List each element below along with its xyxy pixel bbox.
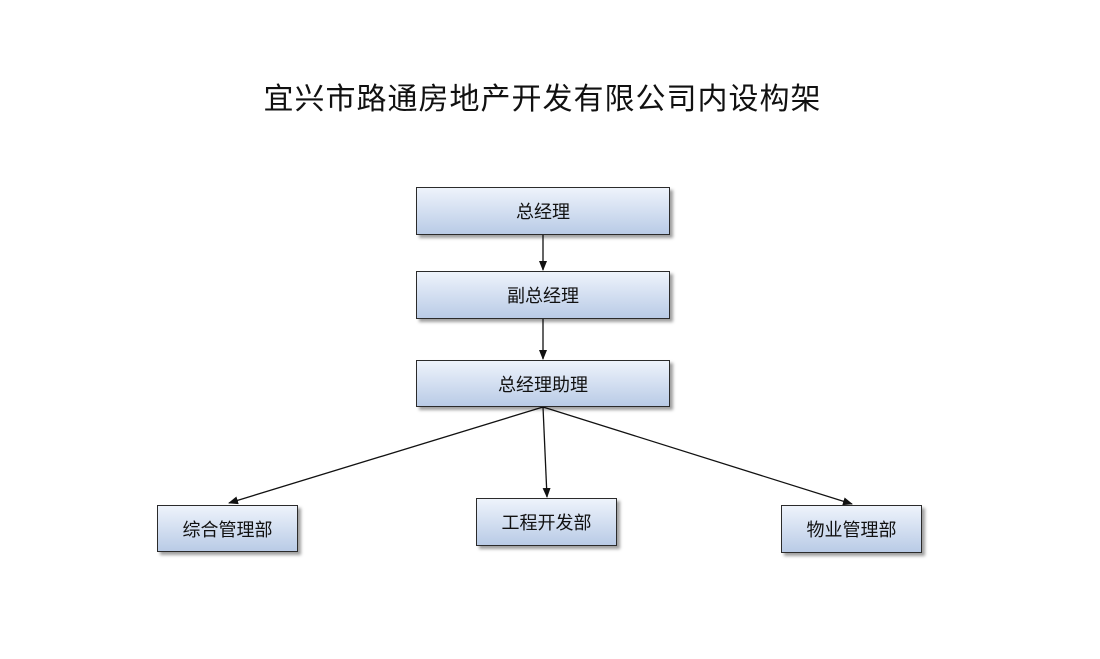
node-deputy-general-manager-label: 副总经理 bbox=[507, 286, 579, 307]
node-engineering-department: 工程开发部 bbox=[476, 498, 617, 546]
node-admin-department: 综合管理部 bbox=[157, 505, 298, 552]
arrow-agm-to-prop bbox=[542, 406, 853, 506]
arrow-agm-to-admin bbox=[228, 406, 544, 505]
node-property-department-label: 物业管理部 bbox=[806, 520, 897, 541]
node-assistant-general-manager-label: 总经理助理 bbox=[498, 374, 588, 396]
chart-title: 宜兴市路通房地产开发有限公司内设构架 bbox=[263, 82, 822, 117]
node-admin-department-label: 综合管理部 bbox=[182, 519, 273, 541]
node-general-manager: 总经理 bbox=[416, 187, 670, 235]
node-engineering-department-label: 工程开发部 bbox=[501, 513, 592, 534]
node-assistant-general-manager: 总经理助理 bbox=[416, 360, 670, 407]
node-property-department: 物业管理部 bbox=[781, 505, 922, 553]
arrow-agm-to-eng bbox=[542, 406, 551, 498]
node-general-manager-label: 总经理 bbox=[516, 202, 570, 223]
node-deputy-general-manager: 副总经理 bbox=[416, 271, 670, 319]
